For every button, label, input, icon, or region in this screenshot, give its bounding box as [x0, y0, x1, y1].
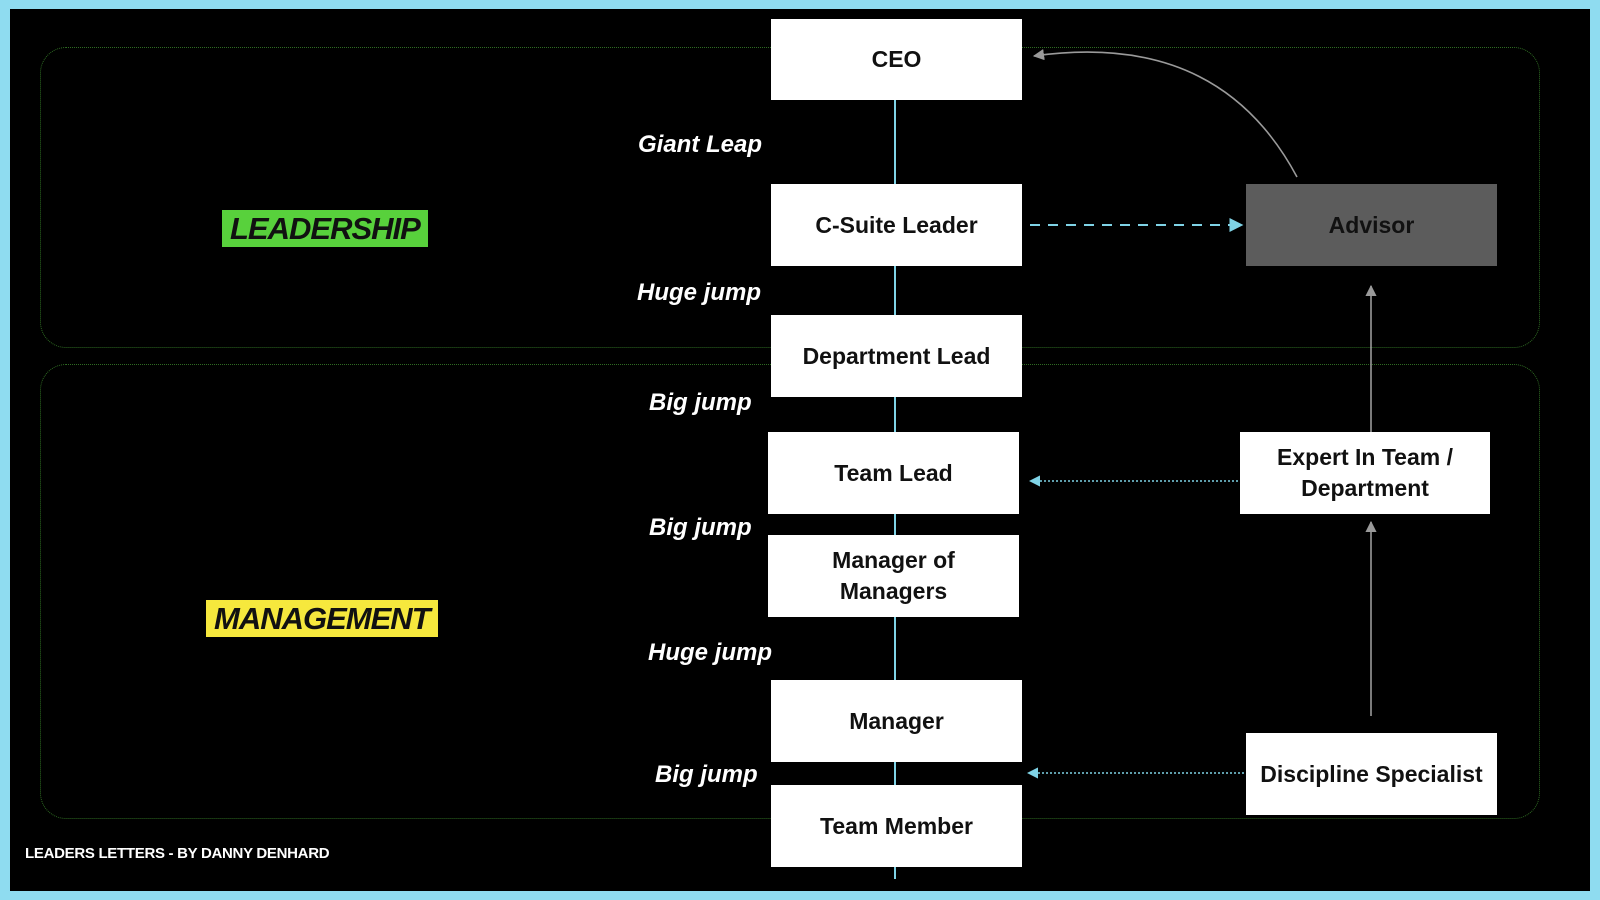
team-lead-box: Team Lead [768, 432, 1019, 514]
ceo-box: CEO [771, 19, 1022, 100]
manager-box: Manager [771, 680, 1022, 762]
discipline-specialist-box: Discipline Specialist [1246, 733, 1497, 815]
expert-box: Expert In Team / Department [1240, 432, 1490, 514]
diagram-canvas: LEADERSHIP MANAGEMENT CEO C-Suite Leader… [10, 9, 1590, 891]
jump-label: Big jump [655, 761, 758, 788]
advisor-to-ceo-connector [1032, 49, 1298, 178]
leadership-label: LEADERSHIP [222, 210, 428, 247]
team-member-box: Team Member [771, 785, 1022, 867]
c-suite-leader-box: C-Suite Leader [771, 184, 1022, 266]
jump-label: Big jump [649, 514, 752, 541]
jump-label: Huge jump [648, 639, 772, 666]
jump-label: Huge jump [637, 279, 761, 306]
footer-credit: LEADERS LETTERS - BY DANNY DENHARD [25, 845, 330, 862]
advisor-box: Advisor [1246, 184, 1497, 266]
jump-label: Big jump [649, 389, 752, 416]
management-label: MANAGEMENT [206, 600, 438, 637]
jump-label: Giant Leap [638, 131, 763, 158]
department-lead-box: Department Lead [771, 315, 1022, 397]
manager-of-managers-box: Manager of Managers [768, 535, 1019, 617]
